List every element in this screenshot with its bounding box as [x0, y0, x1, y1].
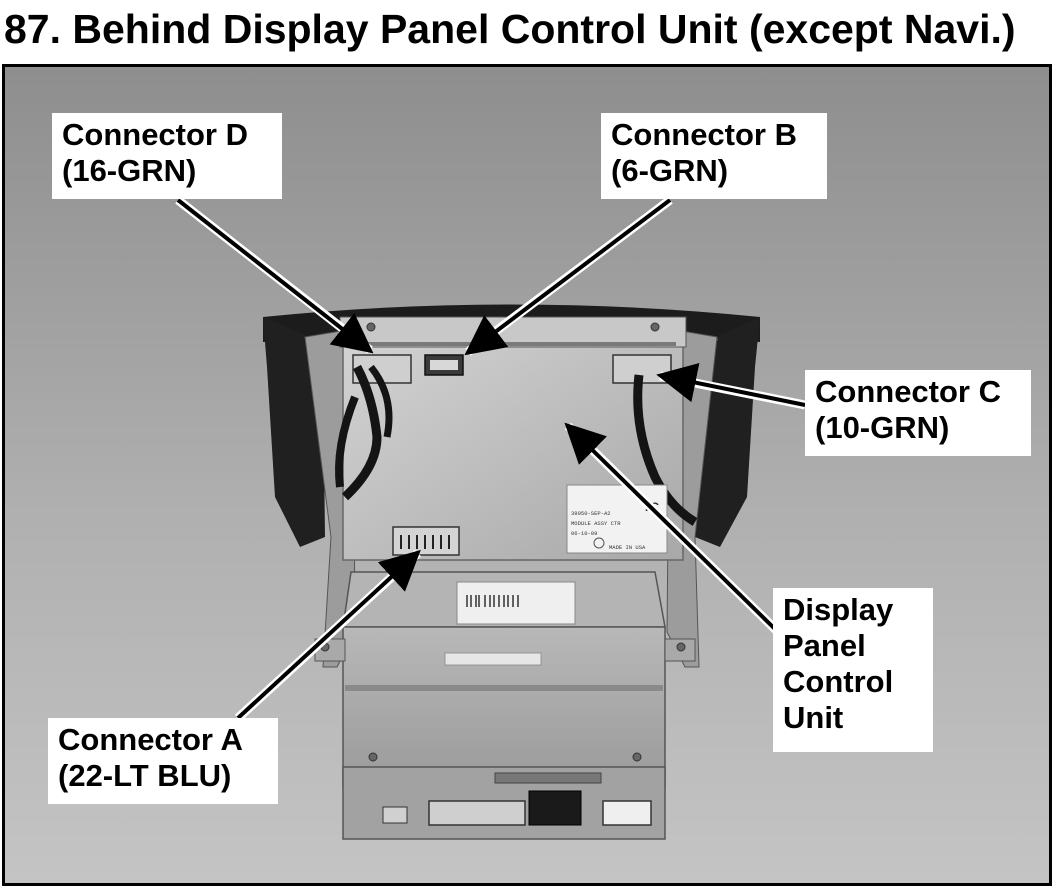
left-mount-tab	[314, 638, 346, 662]
label-made-in: MADE IN USA	[609, 544, 646, 551]
label-part-no: 39050-SEP-A2	[571, 510, 611, 517]
label-date: 06-10-09	[571, 530, 597, 537]
callout-connector-d: Connector D (16-GRN)	[52, 113, 282, 199]
callout-connector-a: Connector A (22-LT BLU)	[48, 718, 278, 804]
bottom-connector-small	[382, 806, 408, 824]
audio-unit-front	[342, 626, 666, 788]
callout-display-panel-control-unit: Display Panel Control Unit	[773, 588, 933, 752]
label-logo: TC	[643, 500, 659, 514]
label-module: MODULE ASSY CTR	[571, 520, 621, 527]
bottom-connector-long	[428, 800, 526, 826]
callout-connector-c: Connector C (10-GRN)	[805, 370, 1031, 456]
page-title: 87. Behind Display Panel Control Unit (e…	[4, 6, 1016, 52]
bottom-connector-black	[528, 790, 582, 826]
bottom-connector-white	[602, 800, 652, 826]
barcode-label	[456, 581, 576, 625]
callout-connector-b: Connector B (6-GRN)	[601, 113, 827, 199]
module-label-sticker	[566, 484, 668, 554]
